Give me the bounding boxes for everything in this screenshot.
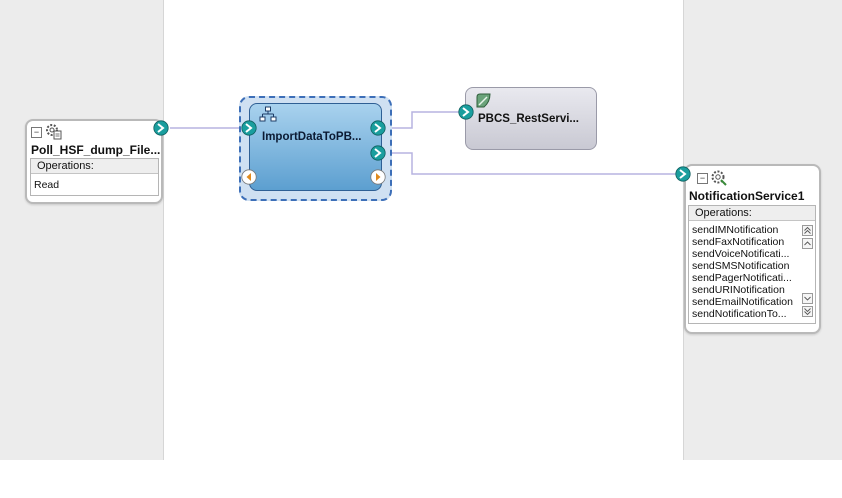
poll-service-title: Poll_HSF_dump_File... [31, 143, 161, 157]
scroll-up-icon[interactable] [802, 238, 813, 249]
bpel-component-title: ImportDataToPB... [262, 131, 362, 143]
scroll-down-icon[interactable] [802, 293, 813, 304]
bpel-callback-left-port-icon[interactable] [241, 169, 257, 185]
poll-operation-read[interactable]: Read [34, 179, 60, 191]
bpel-service-port-icon[interactable] [241, 120, 257, 136]
notification-operation-item[interactable]: sendIMNotification [692, 224, 779, 236]
notification-operation-item[interactable]: sendEmailNotification [692, 296, 793, 308]
poll-operations-header: Operations: [31, 159, 158, 174]
notification-service-title: NotificationService1 [689, 189, 805, 203]
scroll-first-icon[interactable] [802, 225, 813, 236]
components-lane [164, 0, 683, 460]
notification-operation-item[interactable]: sendURINotification [692, 284, 785, 296]
file-adapter-gear-icon [46, 124, 62, 140]
bpel-reference-port-notification-icon[interactable] [370, 145, 386, 161]
bpel-callback-right-port-icon[interactable] [370, 169, 386, 185]
poll-service-port-icon[interactable] [153, 120, 169, 136]
notification-gear-icon [711, 170, 727, 186]
notification-operation-item[interactable]: sendSMSNotification [692, 260, 790, 272]
notification-operation-item[interactable]: sendFaxNotification [692, 236, 785, 248]
notification-service-port-icon[interactable] [675, 166, 691, 182]
notification-operations-header: Operations: [689, 206, 815, 221]
rest-service-port-icon[interactable] [458, 104, 474, 120]
rest-service-title: PBCS_RestServi... [478, 113, 579, 125]
rest-adapter-icon [476, 93, 491, 108]
notification-operation-item[interactable]: sendPagerNotificati... [692, 272, 792, 284]
bpel-reference-port-rest-icon[interactable] [370, 120, 386, 136]
notification-operation-item[interactable]: sendVoiceNotificati... [692, 248, 790, 260]
notification-operation-item[interactable]: sendNotificationTo... [692, 308, 787, 320]
bpel-process-icon [259, 106, 277, 122]
poll-operations-box: Operations: Read [30, 158, 159, 196]
collapse-poll-icon[interactable]: − [31, 127, 42, 138]
collapse-notification-icon[interactable]: − [697, 173, 708, 184]
scroll-last-icon[interactable] [802, 306, 813, 317]
notification-operations-box: Operations: sendIMNotification sendFaxNo… [688, 205, 816, 324]
exposed-services-lane [0, 0, 164, 460]
